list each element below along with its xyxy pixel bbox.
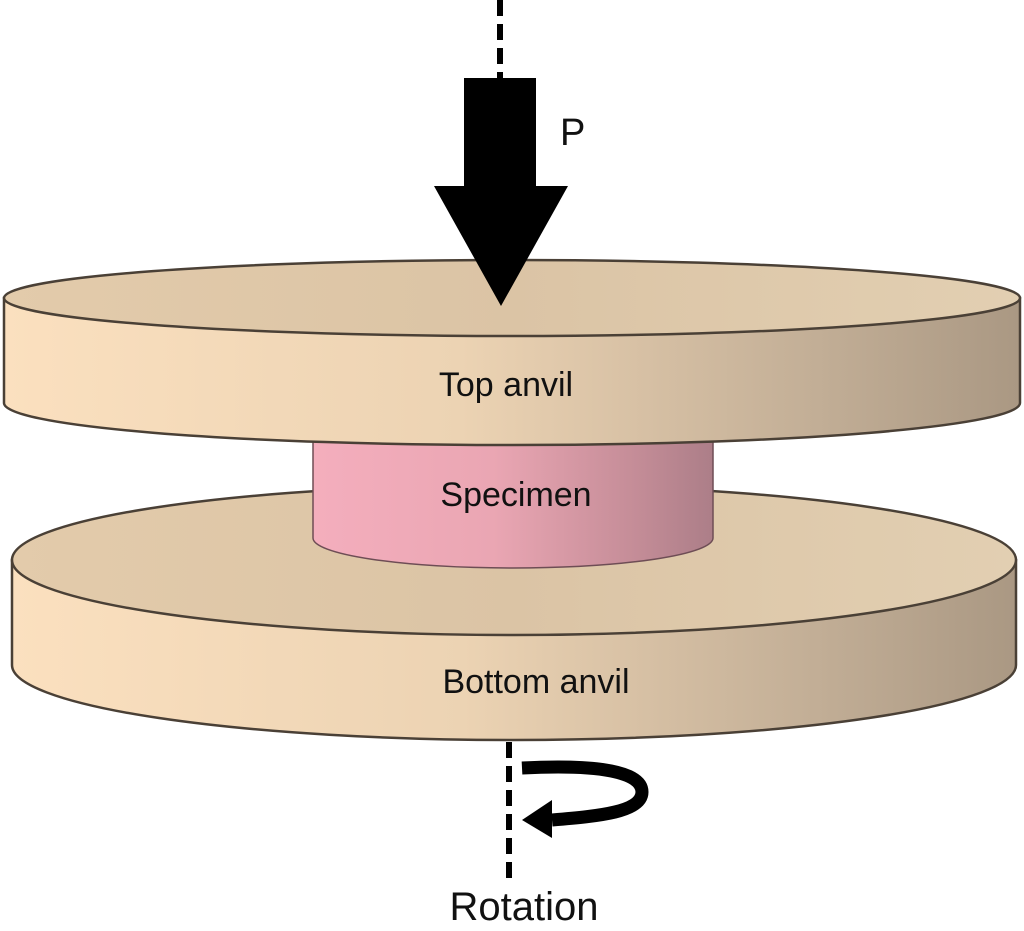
specimen-body: [312, 439, 714, 569]
rotation-label: Rotation: [450, 885, 599, 929]
specimen-label: Specimen: [440, 476, 591, 514]
load-label: P: [560, 112, 585, 154]
top-anvil-side: [2, 296, 1022, 447]
top-anvil-label: Top anvil: [439, 366, 573, 404]
top-anvil: [2, 258, 1022, 447]
load-arrow-icon: [434, 78, 568, 306]
specimen: [312, 439, 714, 569]
rotation-arrow-icon: [521, 760, 649, 838]
bottom-anvil-label: Bottom anvil: [442, 663, 629, 701]
